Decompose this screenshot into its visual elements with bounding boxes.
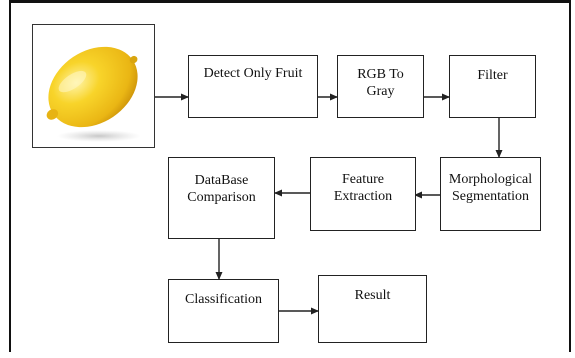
lemon-icon xyxy=(46,46,141,142)
segmentation-label: Segmentation xyxy=(452,189,529,204)
rgb-to-gray-label-line2: Gray xyxy=(366,84,395,99)
diagram-frame xyxy=(9,0,571,352)
comparison-label: Comparison xyxy=(187,190,256,205)
rgb-to-gray-label-line1: RGB To xyxy=(357,67,404,82)
feature-label: Feature xyxy=(342,172,384,187)
rgb-to-gray-box: RGB To Gray xyxy=(337,55,424,118)
feature-extraction-box: Feature Extraction xyxy=(310,157,416,231)
filter-box: Filter xyxy=(449,55,536,118)
lemon-image xyxy=(32,24,155,148)
classification-box: Classification xyxy=(168,279,279,343)
database-label: DataBase xyxy=(194,173,249,188)
detect-fruit-label: Detect Only Fruit xyxy=(203,66,303,81)
classification-label: Classification xyxy=(185,292,262,307)
database-comparison-box: DataBase Comparison xyxy=(168,157,275,239)
detect-fruit-box: Detect Only Fruit xyxy=(188,55,318,118)
morphological-segmentation-box: Morphological Segmentation xyxy=(440,157,541,231)
extraction-label: Extraction xyxy=(333,189,393,204)
filter-label: Filter xyxy=(477,68,508,83)
morphological-label: Morphological xyxy=(448,172,533,187)
result-label: Result xyxy=(354,288,391,303)
result-box: Result xyxy=(318,275,427,343)
